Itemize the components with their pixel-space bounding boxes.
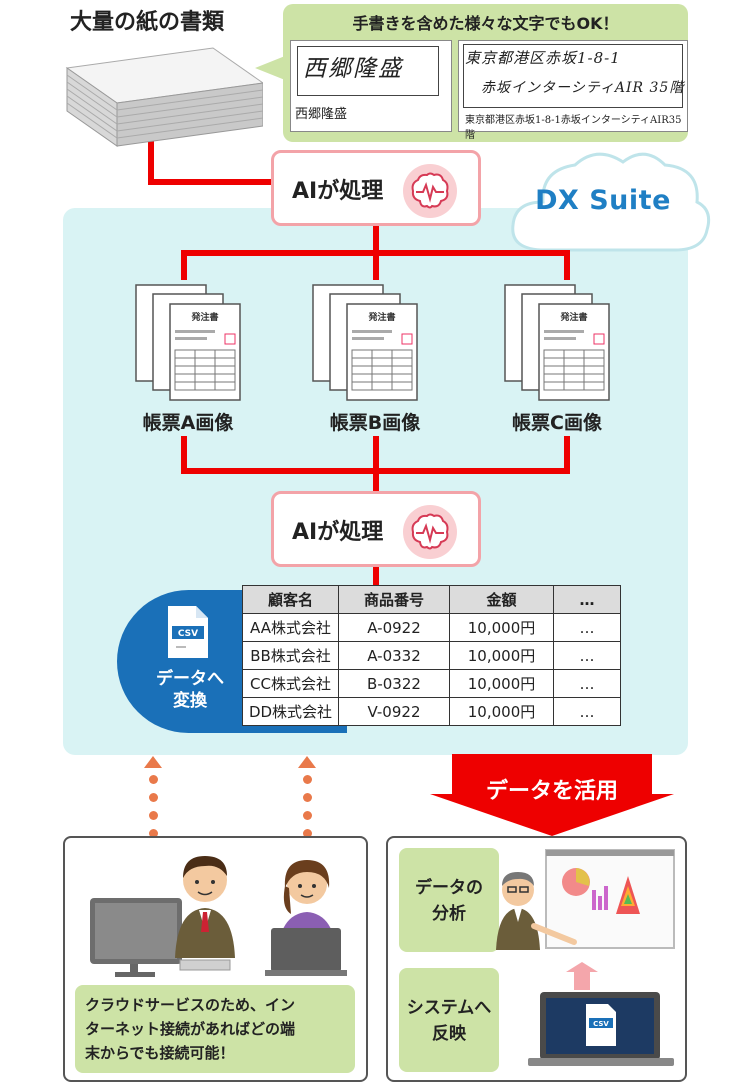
extracted-data-table: 顧客名 商品番号 金額 … AA株式会社 A-0922 10,000円 … BB… (242, 585, 621, 726)
ai-process-box: AIが処理 (271, 150, 481, 226)
table-cell: 10,000円 (449, 697, 554, 726)
table-row: BB株式会社 A-0332 10,000円 … (242, 641, 621, 670)
cloud-access-line2: ターネット接続があればどの端 (85, 1020, 296, 1038)
system-reflect-line1: システムへ (406, 998, 492, 1018)
form-title: 発注書 (367, 311, 395, 323)
handwritten-text: 赤坂インターシティAIR 35階 (481, 80, 685, 96)
connector-line (148, 179, 274, 185)
laptop-csv-icon: CSV (528, 962, 674, 1066)
connector-line (373, 566, 379, 586)
connector-line (181, 436, 187, 474)
arrow-up-icon (298, 756, 316, 768)
connector-line (564, 250, 570, 280)
presenter-with-charts-icon (496, 849, 675, 950)
paper-documents-title: 大量の紙の書類 (70, 10, 225, 35)
table-header: … (553, 585, 621, 614)
csv-file-icon: CSV (168, 606, 208, 658)
brain-icon (403, 164, 457, 218)
down-arrow-icon (430, 754, 674, 836)
table-cell: … (553, 669, 621, 698)
callout-tail (255, 56, 285, 80)
connector-line (181, 468, 570, 474)
table-cell: V-0922 (338, 697, 450, 726)
ai-process-box: AIが処理 (271, 491, 481, 567)
table-cell: AA株式会社 (242, 613, 339, 642)
dot (303, 793, 312, 802)
paper-stack-icon (65, 47, 263, 147)
dot (149, 829, 158, 838)
handwriting-box (463, 44, 683, 108)
table-row: AA株式会社 A-0922 10,000円 … (242, 613, 621, 642)
data-conversion-line2: 変換 (173, 691, 207, 711)
form-title: 発注書 (559, 311, 587, 323)
connector-line (373, 436, 379, 491)
table-cell: BB株式会社 (242, 641, 339, 670)
dot (149, 775, 158, 784)
cloud-access-message (75, 985, 355, 1073)
callout-title: 手書きを含めた様々な文字でもOK！ (352, 14, 619, 33)
form-label-c: 帳票C画像 (512, 412, 602, 434)
data-analysis-line1: データの (415, 878, 483, 898)
table-header: 顧客名 (242, 585, 339, 614)
connector-line (181, 250, 187, 280)
users-at-computers-icon (90, 856, 347, 977)
form-label-a: 帳票A画像 (142, 412, 234, 434)
csv-label: CSV (178, 629, 198, 639)
handwriting-sample-address: 東京都港区赤坂1-8-1 赤坂インターシティAIR 35階 東京都港区赤坂1-8… (458, 40, 688, 141)
table-cell: A-0922 (338, 613, 450, 642)
use-data-label: データを活用 (485, 779, 618, 804)
table-cell: B-0322 (338, 669, 450, 698)
table-cell: DD株式会社 (242, 697, 339, 726)
dot (149, 793, 158, 802)
brain-icon (403, 505, 457, 559)
connector-line (373, 226, 379, 256)
dot (303, 829, 312, 838)
table-row: CC株式会社 B-0322 10,000円 … (242, 669, 621, 698)
recognized-text: 東京都港区赤坂1-8-1赤坂インターシティAIR35階 (465, 115, 682, 141)
data-analysis-card: データの 分析 (399, 848, 499, 952)
data-conversion-label: データへ 変換 (135, 668, 245, 712)
form-stack-icon: 発注書 (504, 284, 610, 401)
form-stack-icon: 発注書 (135, 284, 241, 401)
brand-name: DX Suite (535, 185, 671, 216)
dot (149, 811, 158, 820)
cloud-icon (511, 152, 711, 252)
table-row: DD株式会社 V-0922 10,000円 … (242, 697, 621, 726)
table-cell: 10,000円 (449, 669, 554, 698)
data-analysis-line2: 分析 (432, 904, 466, 924)
table-cell: … (553, 697, 621, 726)
table-cell: 10,000円 (449, 641, 554, 670)
handwriting-sample-name: 西郷隆盛 西郷隆盛 (290, 40, 452, 132)
cloud-access-text: クラウドサービスのため、イン ターネット接続があればどの端 末からでも接続可能！ (85, 993, 349, 1065)
system-reflect-card: システムへ 反映 (399, 968, 499, 1072)
table-cell: … (553, 613, 621, 642)
connector-line (148, 140, 154, 185)
table-header-row: 顧客名 商品番号 金額 … (242, 585, 621, 614)
ai-process-label: AIが処理 (292, 520, 384, 545)
dot (303, 775, 312, 784)
data-conversion-line1: データへ (156, 669, 224, 689)
form-label-b: 帳票B画像 (329, 412, 421, 434)
csv-label: CSV (593, 1020, 609, 1028)
recognized-text: 西郷隆盛 (295, 107, 348, 122)
ai-process-label: AIが処理 (292, 179, 384, 204)
form-title: 発注書 (190, 311, 218, 323)
connector-line (564, 436, 570, 474)
table-cell: CC株式会社 (242, 669, 339, 698)
table-header: 商品番号 (338, 585, 450, 614)
handwritten-text: 西郷隆盛 (303, 56, 403, 82)
arrow-up-icon (144, 756, 162, 768)
cloud-access-line3: 末からでも接続可能！ (85, 1044, 235, 1062)
system-reflect-line2: 反映 (432, 1024, 466, 1044)
table-header: 金額 (449, 585, 554, 614)
handwritten-text: 東京都港区赤坂1-8-1 (465, 49, 621, 67)
table-cell: A-0332 (338, 641, 450, 670)
table-cell: 10,000円 (449, 613, 554, 642)
handwriting-box (297, 46, 439, 96)
cloud-access-line1: クラウドサービスのため、イン (85, 996, 296, 1014)
connector-line (373, 250, 379, 280)
form-stack-icon: 発注書 (312, 284, 418, 401)
dot (303, 811, 312, 820)
table-cell: … (553, 641, 621, 670)
